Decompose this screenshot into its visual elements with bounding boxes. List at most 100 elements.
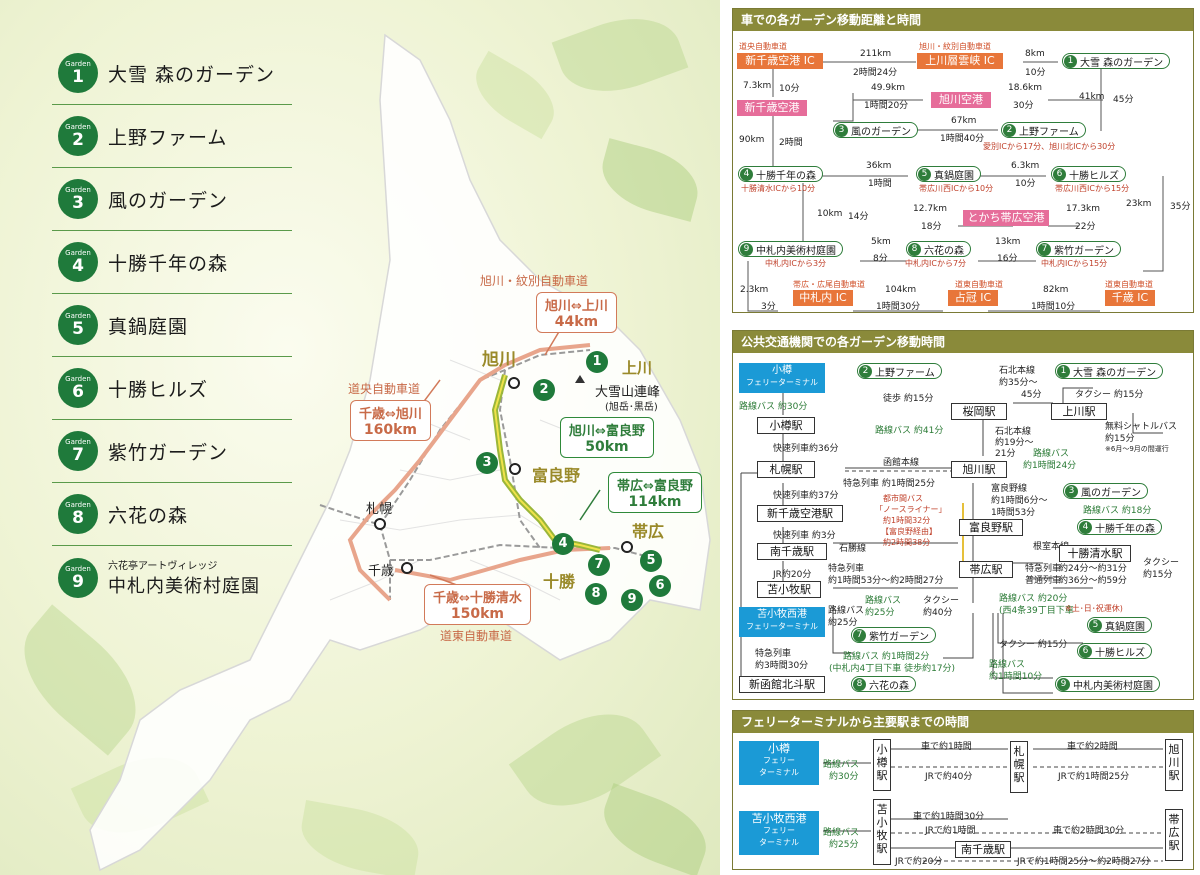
garden-name: 紫竹ガーデン [108, 441, 229, 464]
highway-doou [347, 343, 591, 602]
transit-panel: 公共交通機関での各ガーデン移動時間 小樽 フェリーターミナル 路線バス 約30分… [732, 330, 1194, 700]
city-marker [374, 518, 386, 530]
station-box[interactable]: 帯広駅 [1165, 809, 1183, 861]
garden-pin[interactable]: 6 [649, 575, 671, 597]
city-marker [401, 562, 413, 574]
highway-doutou [394, 546, 611, 583]
ic-box[interactable]: 中札内 IC [793, 290, 853, 306]
ic-box[interactable]: 上川層雲峡 IC [917, 53, 1003, 69]
ferry-panel: フェリーターミナルから主要駅までの時間 小樽 フェリー ターミナル 路線バス 約… [732, 710, 1194, 870]
garden-name: 六花の森 [108, 504, 189, 527]
garden-pin[interactable]: 5 [640, 550, 662, 572]
station-box[interactable]: 南千歳駅 [955, 841, 1011, 858]
garden-pin[interactable]: 7 [588, 554, 610, 576]
ferry-terminal-box[interactable]: 小樽 フェリーターミナル [739, 363, 825, 393]
ic-box[interactable]: 占冠 IC [948, 290, 998, 306]
garden-pin[interactable]: 9 [621, 589, 643, 611]
station-box[interactable]: 苫小牧駅 [757, 581, 821, 598]
station-box[interactable]: 小樽駅 [757, 417, 815, 434]
garden-name: 上野ファーム [108, 126, 228, 149]
station-box[interactable]: 南千歳駅 [757, 543, 827, 560]
station-box[interactable]: 富良野駅 [959, 519, 1023, 536]
garden-subname: 六花亭アートヴィレッジ [108, 561, 218, 572]
distance-callout: 千歳⇔旭川 160km [350, 400, 431, 441]
ic-box[interactable]: 千歳 IC [1105, 290, 1155, 306]
airport-box[interactable]: とかち帯広空港 [963, 210, 1049, 226]
car-route-lines [747, 61, 1164, 312]
ferry-terminal-box[interactable]: 苫小牧西港 フェリーターミナル [739, 607, 825, 637]
station-box[interactable]: 上川駅 [1051, 403, 1107, 420]
garden-name: 真鍋庭園 [108, 315, 189, 338]
ic-box[interactable]: 新千歳空港 IC [737, 53, 823, 69]
station-box[interactable]: 桜岡駅 [951, 403, 1007, 420]
city-label-obihiro: 帯広 [632, 522, 665, 541]
station-box[interactable]: 札幌駅 [757, 461, 815, 478]
station-box[interactable]: 旭川駅 [1165, 739, 1183, 791]
city-label-furano: 富良野 [532, 466, 581, 485]
garden-pin[interactable]: 4 [552, 533, 574, 555]
mountain-sublabel: (旭岳･黒岳) [605, 402, 658, 413]
airport-box[interactable]: 新千歳空港 [737, 100, 807, 116]
garden-name: 大雪 森のガーデン [108, 63, 276, 86]
station-box[interactable]: 新函館北斗駅 [739, 676, 825, 693]
city-label-tokachi: 十勝 [543, 572, 576, 591]
garden-name: 十勝ヒルズ [108, 378, 209, 401]
station-box[interactable]: 札幌駅 [1010, 741, 1028, 793]
city-label-sapporo: 札幌 [366, 502, 393, 517]
ferry-terminal-box[interactable]: 苫小牧西港 フェリー ターミナル [739, 811, 819, 855]
panel-title: フェリーターミナルから主要駅までの時間 [733, 711, 1193, 733]
airport-box[interactable]: 旭川空港 [931, 92, 991, 108]
distance-callout: 旭川⇔富良野 50km [560, 417, 654, 458]
panel-title: 公共交通機関での各ガーデン移動時間 [733, 331, 1193, 353]
mountain-label: 大雪山連峰 [595, 385, 661, 400]
station-box[interactable]: 小樽駅 [873, 739, 891, 791]
ferry-terminal-box[interactable]: 小樽 フェリー ターミナル [739, 741, 819, 785]
garden-name: 十勝千年の森 [108, 252, 229, 275]
highway-label: 道東自動車道 [440, 629, 513, 643]
garden-pin[interactable]: 3 [476, 452, 498, 474]
station-box[interactable]: 苫小牧駅 [873, 799, 891, 865]
garden-pin[interactable]: 8 [585, 583, 607, 605]
distance-callout: 千歳⇔十勝清水 150km [424, 584, 531, 625]
station-box[interactable]: 帯広駅 [959, 561, 1013, 578]
station-box[interactable]: 新千歳空港駅 [757, 505, 843, 522]
garden-pin[interactable]: 1 [586, 351, 608, 373]
station-box[interactable]: 旭川駅 [951, 461, 1007, 478]
station-box[interactable]: 十勝清水駅 [1059, 545, 1131, 562]
garden-pin[interactable]: 2 [533, 379, 555, 401]
